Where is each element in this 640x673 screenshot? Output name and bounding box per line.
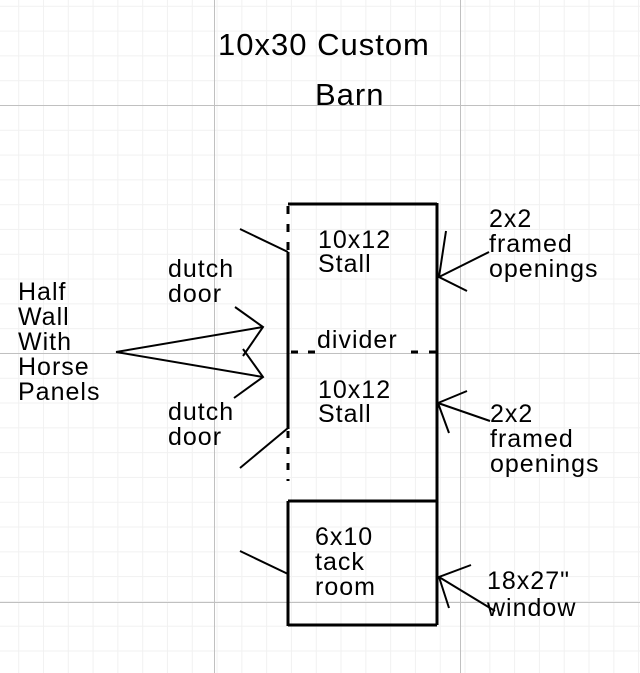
grid-major-horizontal-2 [0,353,640,354]
dutch-door-top-label: dutch door [168,255,235,308]
framed-opening-top-arrow-shaft [438,251,490,278]
grid-major-horizontal-1 [0,105,640,106]
half-wall-arrowhead-bottom [233,348,265,399]
framed-opening-bottom-arrowhead [436,390,468,434]
stall-top-label: 10x12 Stall [318,226,392,278]
window-arrowhead [437,564,472,609]
divider-label: divider [317,326,398,354]
stall-bottom-label: 10x12 Stall [318,376,392,428]
drawing-title-line2: Barn [315,77,385,112]
framed-opening-top-arrowhead [437,230,468,292]
drawing-title-line1: 10x30 Custom [218,27,430,62]
top-door-swing-line [239,228,289,253]
window-arrow-shaft [438,576,496,612]
dutch-door-bottom-label: dutch door [168,398,235,451]
half-wall-arrow-bottom-shaft [115,351,264,378]
framed-openings-bottom-label: 2x2 framed openings [490,400,600,478]
half-wall-arrowhead-top [234,306,265,357]
tackroom-door-line [239,550,289,575]
framed-opening-bottom-arrow-shaft [437,402,491,422]
bottom-door-swing-line [239,427,289,469]
tack-room-label: 6x10 tack room [315,523,376,601]
grid-major-vertical-1 [214,0,215,673]
grid-major-vertical-2 [460,0,461,673]
window-label: 18x27" window [487,567,577,622]
grid-major-horizontal-3 [0,602,640,603]
framed-openings-top-label: 2x2 framed openings [489,205,599,283]
half-wall-label: Half Wall With Horse Panels [18,278,101,406]
half-wall-arrow-top-shaft [115,326,264,353]
